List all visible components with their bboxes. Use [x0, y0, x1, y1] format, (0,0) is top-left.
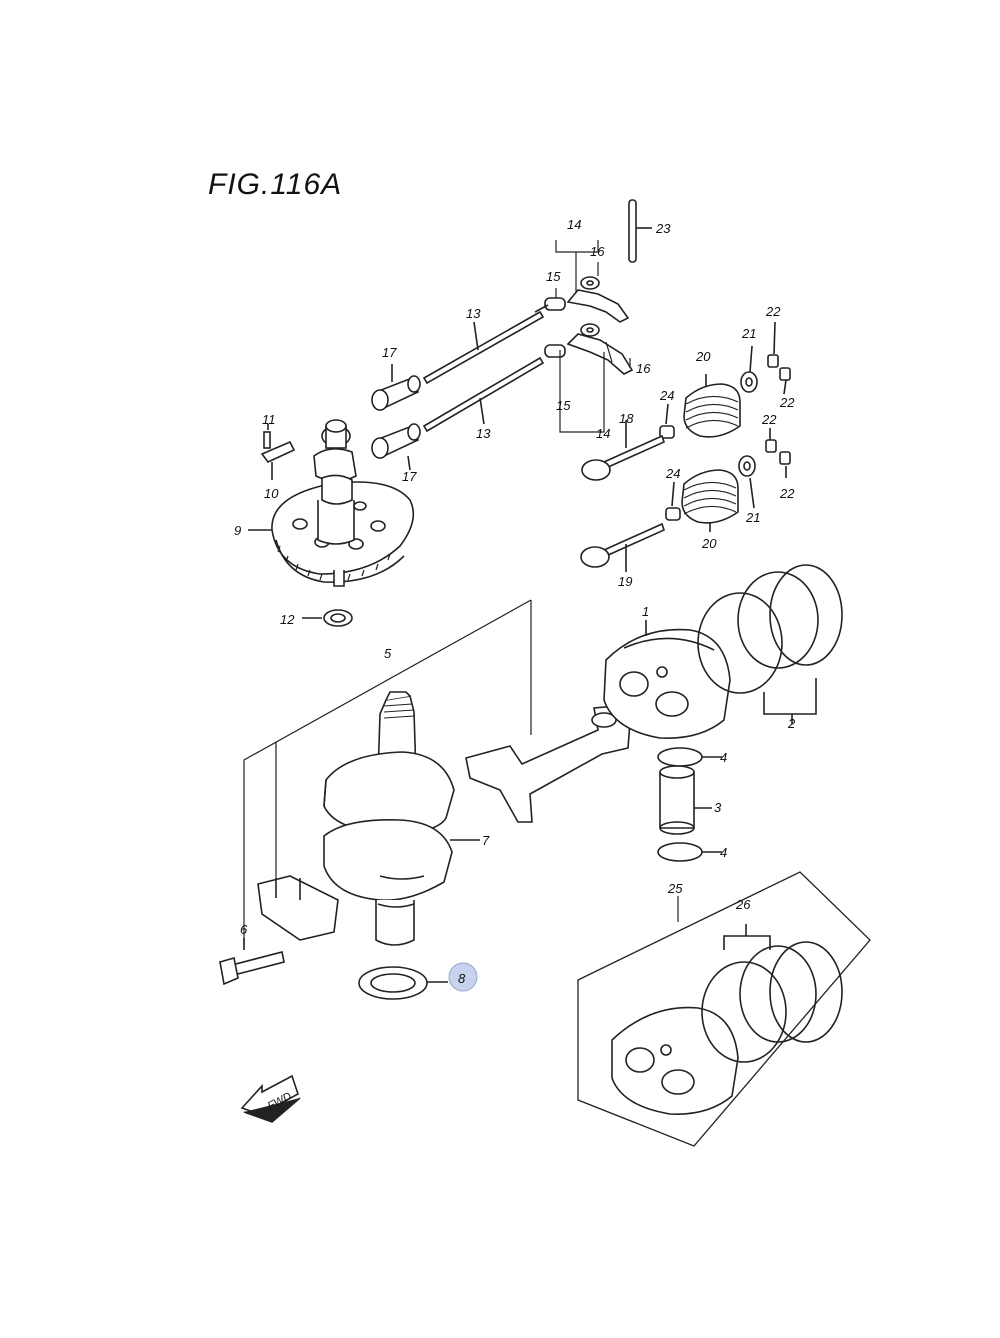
callout-22c: 22: [761, 412, 777, 427]
fwd-arrow-icon: FWD: [240, 1074, 301, 1123]
callout-16a: 16: [590, 244, 605, 259]
pin-3: [659, 765, 712, 835]
clip-4-lower: [657, 842, 722, 862]
callout-22a: 22: [765, 304, 781, 319]
valve-spring-upper: [659, 321, 791, 439]
tappet-17-lower: [371, 423, 421, 471]
pushrods-13: [422, 310, 545, 433]
callout-21a: 21: [741, 326, 756, 341]
rocker-arm-upper: [534, 276, 630, 323]
callout-9: 9: [234, 523, 241, 538]
piston-1: [603, 620, 731, 739]
callout-5: 5: [384, 646, 392, 661]
callout-17a: 17: [382, 345, 397, 360]
camshaft-9: [248, 419, 415, 587]
rocker-arm-lower: [544, 323, 634, 375]
callout-23: 23: [655, 221, 671, 236]
bolt-6: [219, 938, 285, 986]
callout-8-highlight[interactable]: 8: [448, 962, 478, 992]
callout-20b: 20: [701, 536, 717, 551]
callout-13b: 13: [476, 426, 491, 441]
rocker-leaders: [555, 240, 631, 433]
callout-19: 19: [618, 574, 632, 589]
callout-6: 6: [240, 922, 248, 937]
callout-18: 18: [619, 411, 634, 426]
washer-8: [358, 966, 448, 1000]
callout-15b: 15: [556, 398, 571, 413]
valve-19: [580, 522, 665, 572]
callout-7: 7: [482, 833, 490, 848]
bracket-5: [243, 599, 532, 946]
callout-4b: 4: [720, 845, 727, 860]
callout-3: 3: [714, 800, 722, 815]
callout-2: 2: [787, 716, 796, 731]
callout-1: 1: [642, 604, 649, 619]
callout-4a: 4: [720, 750, 727, 765]
callout-8: 8: [458, 971, 466, 986]
callout-16b: 16: [636, 361, 651, 376]
tappet-17-upper: [371, 364, 421, 411]
washer-12: [302, 609, 353, 627]
crankshaft-7: [323, 691, 480, 946]
callout-21b: 21: [745, 510, 760, 525]
callout-26: 26: [735, 897, 751, 912]
pushrod-23: [628, 199, 652, 263]
callout-12: 12: [280, 612, 295, 627]
pin-10-11: [260, 424, 296, 480]
callout-24a: 24: [659, 388, 674, 403]
callout-labels: 23 14 16 15 13 17 16 15 14 13 17 18 22 2…: [234, 217, 796, 937]
callout-13a: 13: [466, 306, 481, 321]
callout-17b: 17: [402, 469, 417, 484]
figure-title: FIG.116A: [208, 168, 343, 201]
callout-10: 10: [264, 486, 279, 501]
callout-15a: 15: [546, 269, 561, 284]
callout-14a: 14: [567, 217, 581, 232]
connecting-rod: [465, 705, 631, 823]
conrod-cap: [257, 875, 339, 941]
callout-20a: 20: [695, 349, 711, 364]
callout-22d: 22: [779, 486, 795, 501]
callout-25: 25: [667, 881, 683, 896]
clip-4-upper: [657, 747, 722, 767]
piston-set-25: [577, 871, 871, 1147]
valve-18: [581, 420, 665, 481]
callout-24b: 24: [665, 466, 680, 481]
callout-22b: 22: [779, 395, 795, 410]
valve-spring-lower: [665, 428, 791, 532]
callout-11: 11: [262, 412, 276, 427]
callout-14b: 14: [596, 426, 610, 441]
rings-2: [697, 564, 843, 724]
